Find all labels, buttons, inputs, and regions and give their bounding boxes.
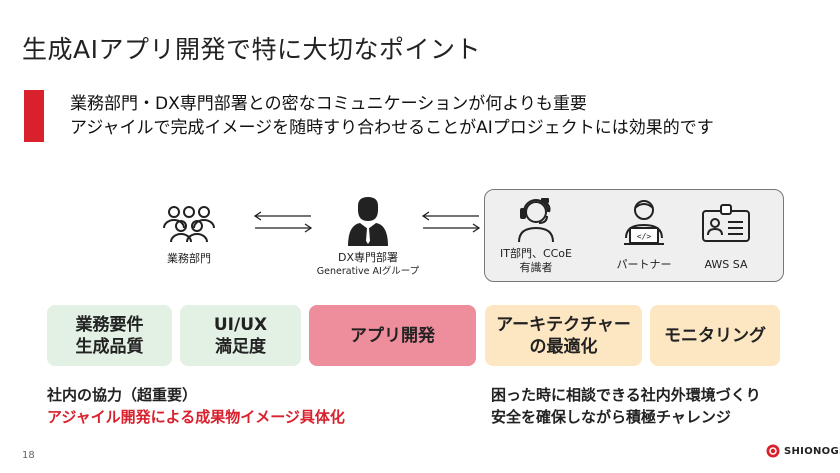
headset-operator-icon	[518, 198, 554, 243]
note-left-line-1: 社内の協力（超重要）	[47, 386, 198, 404]
dx-dept-sub: Generative AIグループ	[316, 266, 420, 277]
dx-dept-label: DX専門部署 Generative AIグループ	[311, 251, 425, 279]
lead-text: 業務部門・DX専門部署との密なコミュニケーションが何よりも重要 アジャイルで完成…	[70, 92, 714, 140]
it-dept-label: IT部門、CCoE 有識者	[494, 247, 578, 275]
it-dept-line-1: IT部門、CCoE	[499, 247, 572, 260]
id-badge-icon	[702, 204, 750, 242]
card-business-requirements: 業務要件 生成品質	[47, 305, 172, 366]
bidirectional-arrow-icon	[421, 211, 481, 233]
businessman-icon	[348, 197, 388, 246]
note-right-line-1: 困った時に相談できる社内外環境づくり	[491, 386, 761, 404]
partner-label: パートナー	[616, 258, 672, 271]
note-left: 社内の協力（超重要） アジャイル開発による成果物イメージ具体化	[47, 384, 345, 428]
page-number: 18	[22, 450, 35, 461]
people-group-icon	[163, 206, 215, 243]
dx-dept-name: DX専門部署	[337, 251, 398, 264]
note-right-line-2: 安全を確保しながら積極チャレンジ	[491, 408, 731, 426]
slide-title: 生成AIアプリ開発で特に大切なポイント	[22, 35, 481, 64]
shionogi-logo-icon	[766, 444, 780, 458]
lead-line-2: アジャイルで完成イメージを随時すり合わせることがAIプロジェクトには効果的です	[70, 118, 714, 138]
bidirectional-arrow-icon	[253, 211, 313, 233]
accent-bar	[24, 90, 44, 142]
lead-line-1: 業務部門・DX専門部署との密なコミュニケーションが何よりも重要	[70, 94, 587, 114]
brand-logo: SHIONOGI	[766, 444, 840, 458]
card-ui-ux: UI/UX 満足度	[180, 305, 301, 366]
card-architecture: アーキテクチャー の最適化	[485, 305, 642, 366]
note-left-line-2: アジャイル開発による成果物イメージ具体化	[47, 408, 345, 426]
brand-name: SHIONOGI	[784, 445, 840, 457]
card-monitoring: モニタリング	[650, 305, 780, 366]
it-dept-line-2: 有識者	[519, 261, 553, 274]
note-right: 困った時に相談できる社内外環境づくり 安全を確保しながら積極チャレンジ	[491, 384, 761, 428]
card-app-development: アプリ開発	[309, 305, 476, 366]
developer-laptop-icon: </>	[624, 200, 664, 245]
business-dept-label: 業務部門	[167, 252, 211, 265]
aws-sa-label: AWS SA	[704, 258, 748, 271]
svg-text:</>: </>	[637, 232, 652, 241]
